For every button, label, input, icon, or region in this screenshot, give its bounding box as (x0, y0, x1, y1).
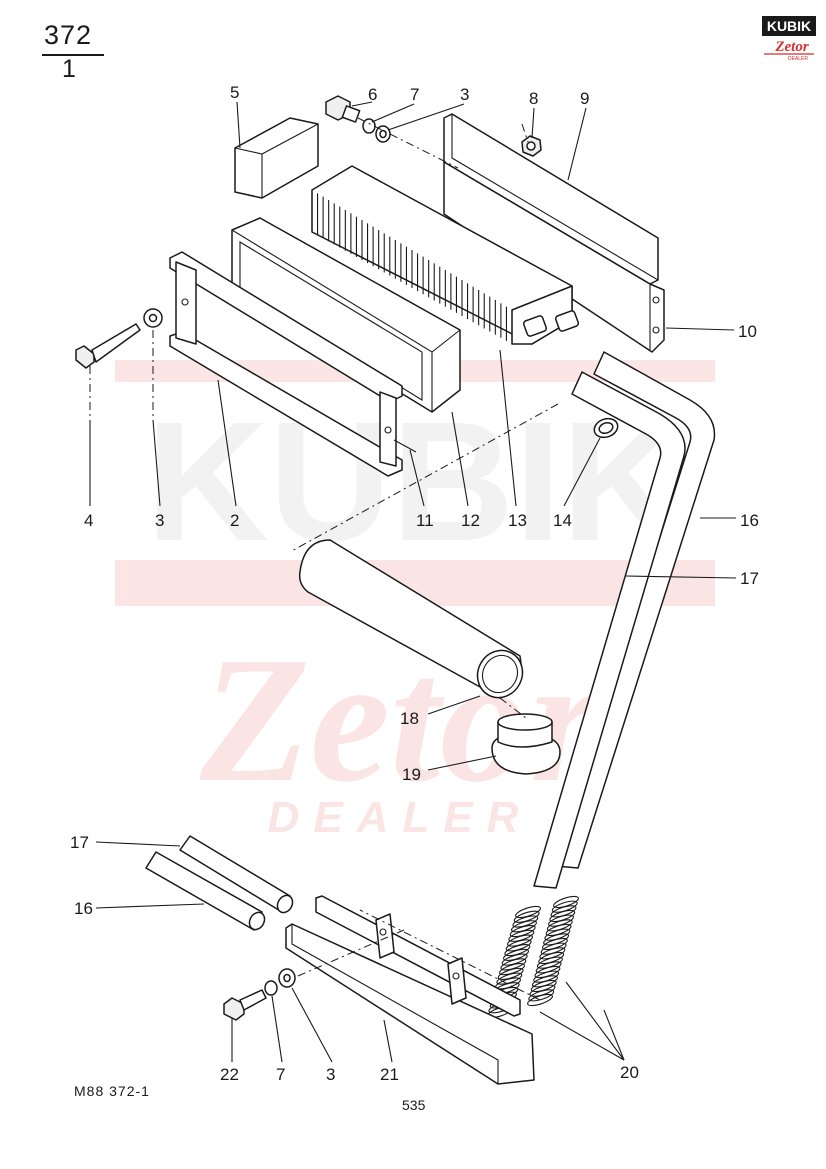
callout-6: 6 (368, 85, 377, 104)
watermark-text-3: DEALER (268, 793, 533, 842)
part-17-hose-short (179, 835, 294, 914)
watermark: KUBIK Zetor DEALER (115, 360, 715, 842)
part-14-hose-clamp (593, 417, 619, 439)
logo-text-small: DEALER (788, 56, 808, 62)
part-5-block (234, 117, 319, 199)
part-9-rail (443, 113, 665, 353)
part-21-channel (285, 895, 535, 1085)
callout-3-top: 3 (460, 85, 469, 104)
callout-18: 18 (400, 709, 419, 728)
part-6-bolt (325, 95, 361, 123)
leader-lines (89, 101, 737, 1063)
part-3-washer-bottom (278, 968, 296, 988)
callout-21: 21 (380, 1065, 399, 1084)
callout-8: 8 (529, 89, 538, 108)
callout-9: 9 (580, 89, 589, 108)
callout-16-upper: 16 (740, 511, 759, 530)
callout-labels: 5 6 7 3 8 9 10 4 3 2 11 12 13 14 16 17 1… (70, 83, 759, 1084)
callout-19: 19 (402, 765, 421, 784)
callout-14: 14 (553, 511, 572, 530)
footer-page-number: 535 (402, 1097, 426, 1113)
logo-text-bottom: Zetor (774, 39, 808, 55)
watermark-text-1: KUBIK (146, 387, 684, 577)
part-13-heater-core (311, 165, 580, 345)
part-17-hose-long (533, 371, 686, 889)
callout-11: 11 (416, 511, 434, 530)
callout-7-bottom: 7 (276, 1065, 285, 1084)
callout-7-top: 7 (410, 85, 419, 104)
page-number-rule (42, 54, 104, 56)
part-20-springs (487, 895, 579, 1019)
callout-22: 22 (220, 1065, 239, 1084)
callout-13: 13 (508, 511, 527, 530)
callout-10: 10 (738, 322, 757, 341)
part-2-frame (169, 251, 417, 477)
part-19-grommet (491, 713, 561, 775)
footer-drawing-code: M88 372-1 (74, 1083, 150, 1099)
callout-17-upper: 17 (740, 569, 759, 588)
callout-3-left: 3 (155, 511, 164, 530)
part-4-bolt (75, 323, 141, 369)
part-3-washer-top (375, 125, 391, 143)
callout-20: 20 (620, 1063, 639, 1082)
part-7-lock-washer-bottom (264, 980, 278, 996)
assembly-centerlines (89, 117, 559, 1001)
kubik-zetor-logo: KUBIK Zetor DEALER (762, 16, 816, 62)
page-subnumber: 1 (62, 55, 76, 83)
part-22-bolt (223, 989, 267, 1021)
callout-3-bottom: 3 (326, 1065, 335, 1084)
callout-17-lower: 17 (70, 833, 89, 852)
callout-2: 2 (230, 511, 239, 530)
page-number: 372 (44, 20, 93, 50)
callout-4: 4 (84, 511, 93, 530)
callout-16-lower: 16 (74, 899, 93, 918)
logo-text-top: KUBIK (767, 18, 811, 34)
part-16-hose-short (145, 851, 266, 931)
callout-5: 5 (230, 83, 239, 102)
callout-12: 12 (461, 511, 480, 530)
part-3-washer-left (143, 308, 163, 328)
part-8-nut (521, 135, 542, 157)
part-18-tube (298, 539, 524, 699)
